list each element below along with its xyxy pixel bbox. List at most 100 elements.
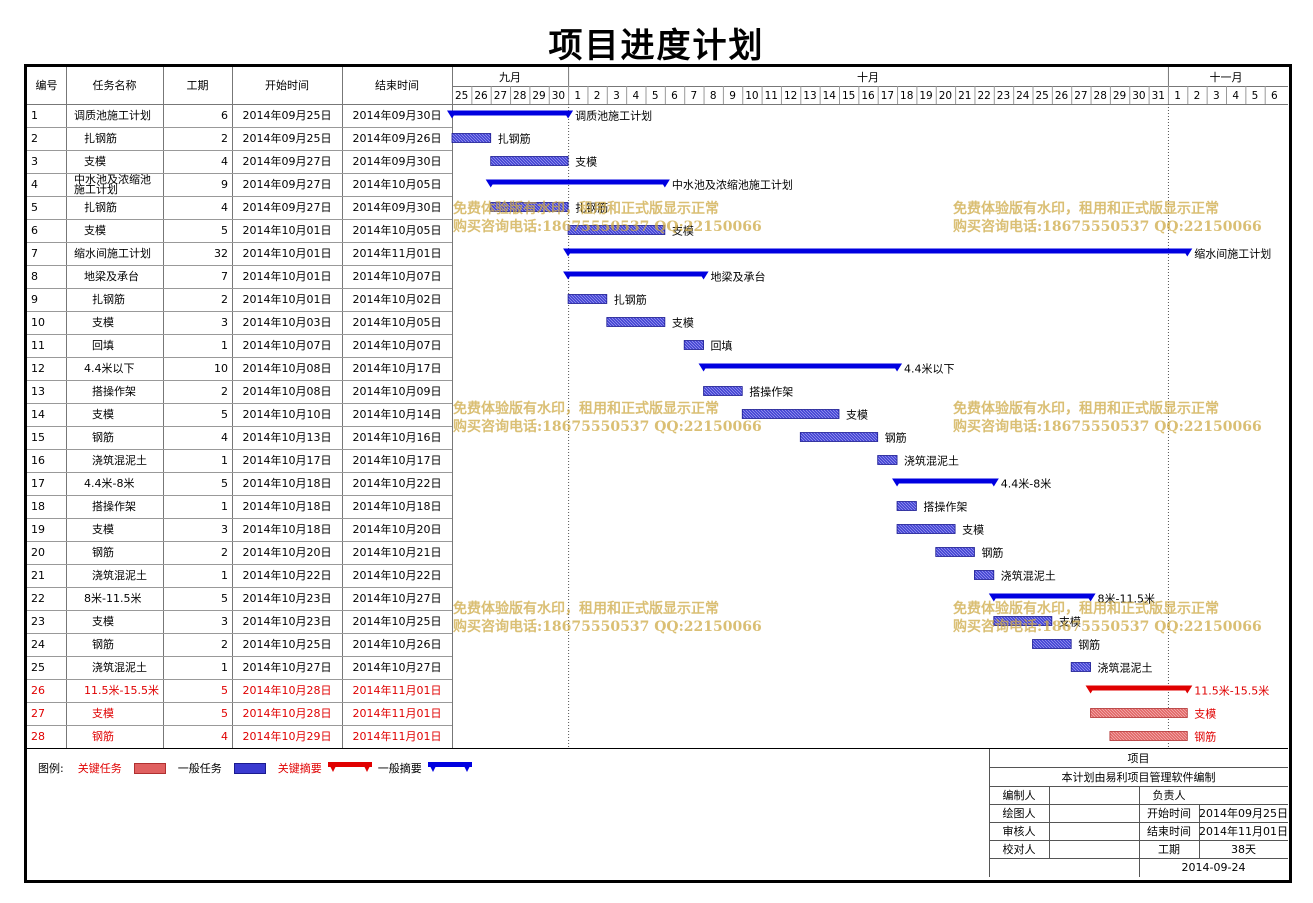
row-id: 28 bbox=[31, 729, 45, 743]
row-id: 21 bbox=[31, 568, 45, 582]
row-duration: 1 bbox=[221, 453, 228, 467]
title-block-start-value: 2014年09月25日 bbox=[1199, 807, 1288, 820]
row-task-name: 支模 bbox=[92, 407, 114, 421]
row-duration: 5 bbox=[221, 683, 228, 697]
row-end: 2014年10月07日 bbox=[352, 338, 442, 352]
row-start: 2014年10月10日 bbox=[242, 407, 332, 421]
page-title: 项目进度计划 bbox=[548, 26, 765, 66]
row-end: 2014年10月02日 bbox=[352, 292, 442, 306]
row-id: 23 bbox=[31, 614, 45, 628]
title-block-duration-label: 工期 bbox=[1158, 843, 1180, 856]
row-end: 2014年10月20日 bbox=[352, 522, 442, 536]
row-id: 27 bbox=[31, 706, 45, 720]
title-block-drawer-label: 绘图人 bbox=[1002, 807, 1036, 820]
row-id: 17 bbox=[31, 476, 45, 490]
watermark: 免费体验版有水印，租用和正式版显示正常购买咨询电话:18675550537 QQ… bbox=[953, 601, 1262, 635]
row-task-name: 4.4米-8米 bbox=[84, 476, 135, 490]
row-end: 2014年10月14日 bbox=[352, 407, 442, 421]
row-end: 2014年10月25日 bbox=[352, 614, 442, 628]
legend-normal-task-swatch bbox=[233, 762, 266, 774]
row-duration: 4 bbox=[221, 200, 228, 214]
row-start: 2014年10月23日 bbox=[242, 591, 332, 605]
title-block-duration-value: 38天 bbox=[1231, 843, 1256, 856]
row-id: 20 bbox=[31, 545, 45, 559]
row-start: 2014年10月01日 bbox=[242, 246, 332, 260]
row-id: 14 bbox=[31, 407, 45, 421]
row-duration: 1 bbox=[221, 338, 228, 352]
row-id: 5 bbox=[31, 200, 38, 214]
row-id: 13 bbox=[31, 384, 45, 398]
row-id: 22 bbox=[31, 591, 45, 605]
row-task-name: 支模 bbox=[84, 154, 106, 168]
row-id: 3 bbox=[31, 154, 38, 168]
row-end: 2014年09月30日 bbox=[352, 154, 442, 168]
row-start: 2014年10月27日 bbox=[242, 660, 332, 674]
legend-normal-task-label: 一般任务 bbox=[177, 762, 222, 775]
row-end: 2014年11月01日 bbox=[352, 246, 442, 260]
row-task-name: 扎钢筋 bbox=[92, 292, 125, 306]
row-task-name: 搭操作架 bbox=[92, 499, 136, 513]
row-start: 2014年10月01日 bbox=[242, 269, 332, 283]
row-task-name: 钢筋 bbox=[92, 637, 114, 651]
legend-critical-summary-label: 关键摘要 bbox=[277, 762, 322, 775]
row-id: 1 bbox=[31, 108, 38, 122]
row-id: 4 bbox=[31, 177, 38, 191]
row-duration: 5 bbox=[221, 591, 228, 605]
row-task-name: 支模 bbox=[92, 706, 114, 720]
header-dur: 工期 bbox=[186, 78, 209, 92]
row-end: 2014年10月07日 bbox=[352, 269, 442, 283]
row-start: 2014年10月13日 bbox=[242, 430, 332, 444]
row-task-name: 浇筑混泥土 bbox=[92, 453, 147, 467]
row-duration: 3 bbox=[221, 315, 228, 329]
row-task-name: 支模 bbox=[92, 315, 114, 329]
row-end: 2014年11月01日 bbox=[352, 706, 442, 720]
row-id: 8 bbox=[31, 269, 38, 283]
row-end: 2014年10月27日 bbox=[352, 591, 442, 605]
row-task-name: 8米-11.5米 bbox=[84, 591, 142, 605]
title-block-end-value: 2014年11月01日 bbox=[1199, 825, 1288, 838]
row-task-name: 支模 bbox=[84, 223, 106, 237]
row-start: 2014年09月25日 bbox=[242, 131, 332, 145]
row-task-name: 地梁及承台 bbox=[84, 269, 139, 283]
watermark: 免费体验版有水印，租用和正式版显示正常购买咨询电话:18675550537 QQ… bbox=[453, 201, 762, 235]
watermark: 免费体验版有水印，租用和正式版显示正常购买咨询电话:18675550537 QQ… bbox=[953, 201, 1262, 235]
row-start: 2014年10月18日 bbox=[242, 476, 332, 490]
row-duration: 1 bbox=[221, 499, 228, 513]
row-duration: 10 bbox=[214, 361, 228, 375]
watermark: 免费体验版有水印，租用和正式版显示正常购买咨询电话:18675550537 QQ… bbox=[953, 401, 1262, 435]
row-start: 2014年10月08日 bbox=[242, 361, 332, 375]
row-start: 2014年09月27日 bbox=[242, 154, 332, 168]
legend: 图例: 关键任务 一般任务 关键摘要 一般摘要 bbox=[38, 760, 472, 776]
title-block-end-label: 结束时间 bbox=[1147, 825, 1191, 838]
row-id: 10 bbox=[31, 315, 45, 329]
row-end: 2014年10月05日 bbox=[352, 315, 442, 329]
title-block-date: 2014-09-24 bbox=[1181, 861, 1246, 874]
row-task-name: 钢筋 bbox=[92, 430, 114, 444]
row-id: 16 bbox=[31, 453, 45, 467]
row-start: 2014年10月28日 bbox=[242, 706, 332, 720]
header-id: 编号 bbox=[35, 78, 58, 92]
row-start: 2014年09月25日 bbox=[242, 108, 332, 122]
row-end: 2014年11月01日 bbox=[352, 729, 442, 743]
row-id: 7 bbox=[31, 246, 38, 260]
row-task-name: 钢筋 bbox=[92, 729, 114, 743]
title-block-checker-label: 校对人 bbox=[1002, 843, 1036, 856]
row-end: 2014年10月21日 bbox=[352, 545, 442, 559]
row-end: 2014年10月17日 bbox=[352, 453, 442, 467]
row-task-name: 钢筋 bbox=[92, 545, 114, 559]
row-end: 2014年09月30日 bbox=[352, 200, 442, 214]
row-duration: 4 bbox=[221, 154, 228, 168]
row-start: 2014年09月27日 bbox=[242, 200, 332, 214]
row-duration: 7 bbox=[221, 269, 228, 283]
title-block-software: 本计划由易利项目管理软件编制 bbox=[1061, 770, 1216, 784]
row-start: 2014年10月18日 bbox=[242, 522, 332, 536]
row-start: 2014年10月29日 bbox=[242, 729, 332, 743]
row-start: 2014年10月22日 bbox=[242, 568, 332, 582]
row-task-name: 搭操作架 bbox=[92, 384, 136, 398]
row-task-name: 回填 bbox=[92, 338, 114, 352]
row-duration: 2 bbox=[221, 545, 228, 559]
gantt-frame bbox=[24, 64, 1292, 883]
row-duration: 9 bbox=[221, 177, 228, 191]
row-end: 2014年10月09日 bbox=[352, 384, 442, 398]
row-task-name: 扎钢筋 bbox=[84, 131, 117, 145]
